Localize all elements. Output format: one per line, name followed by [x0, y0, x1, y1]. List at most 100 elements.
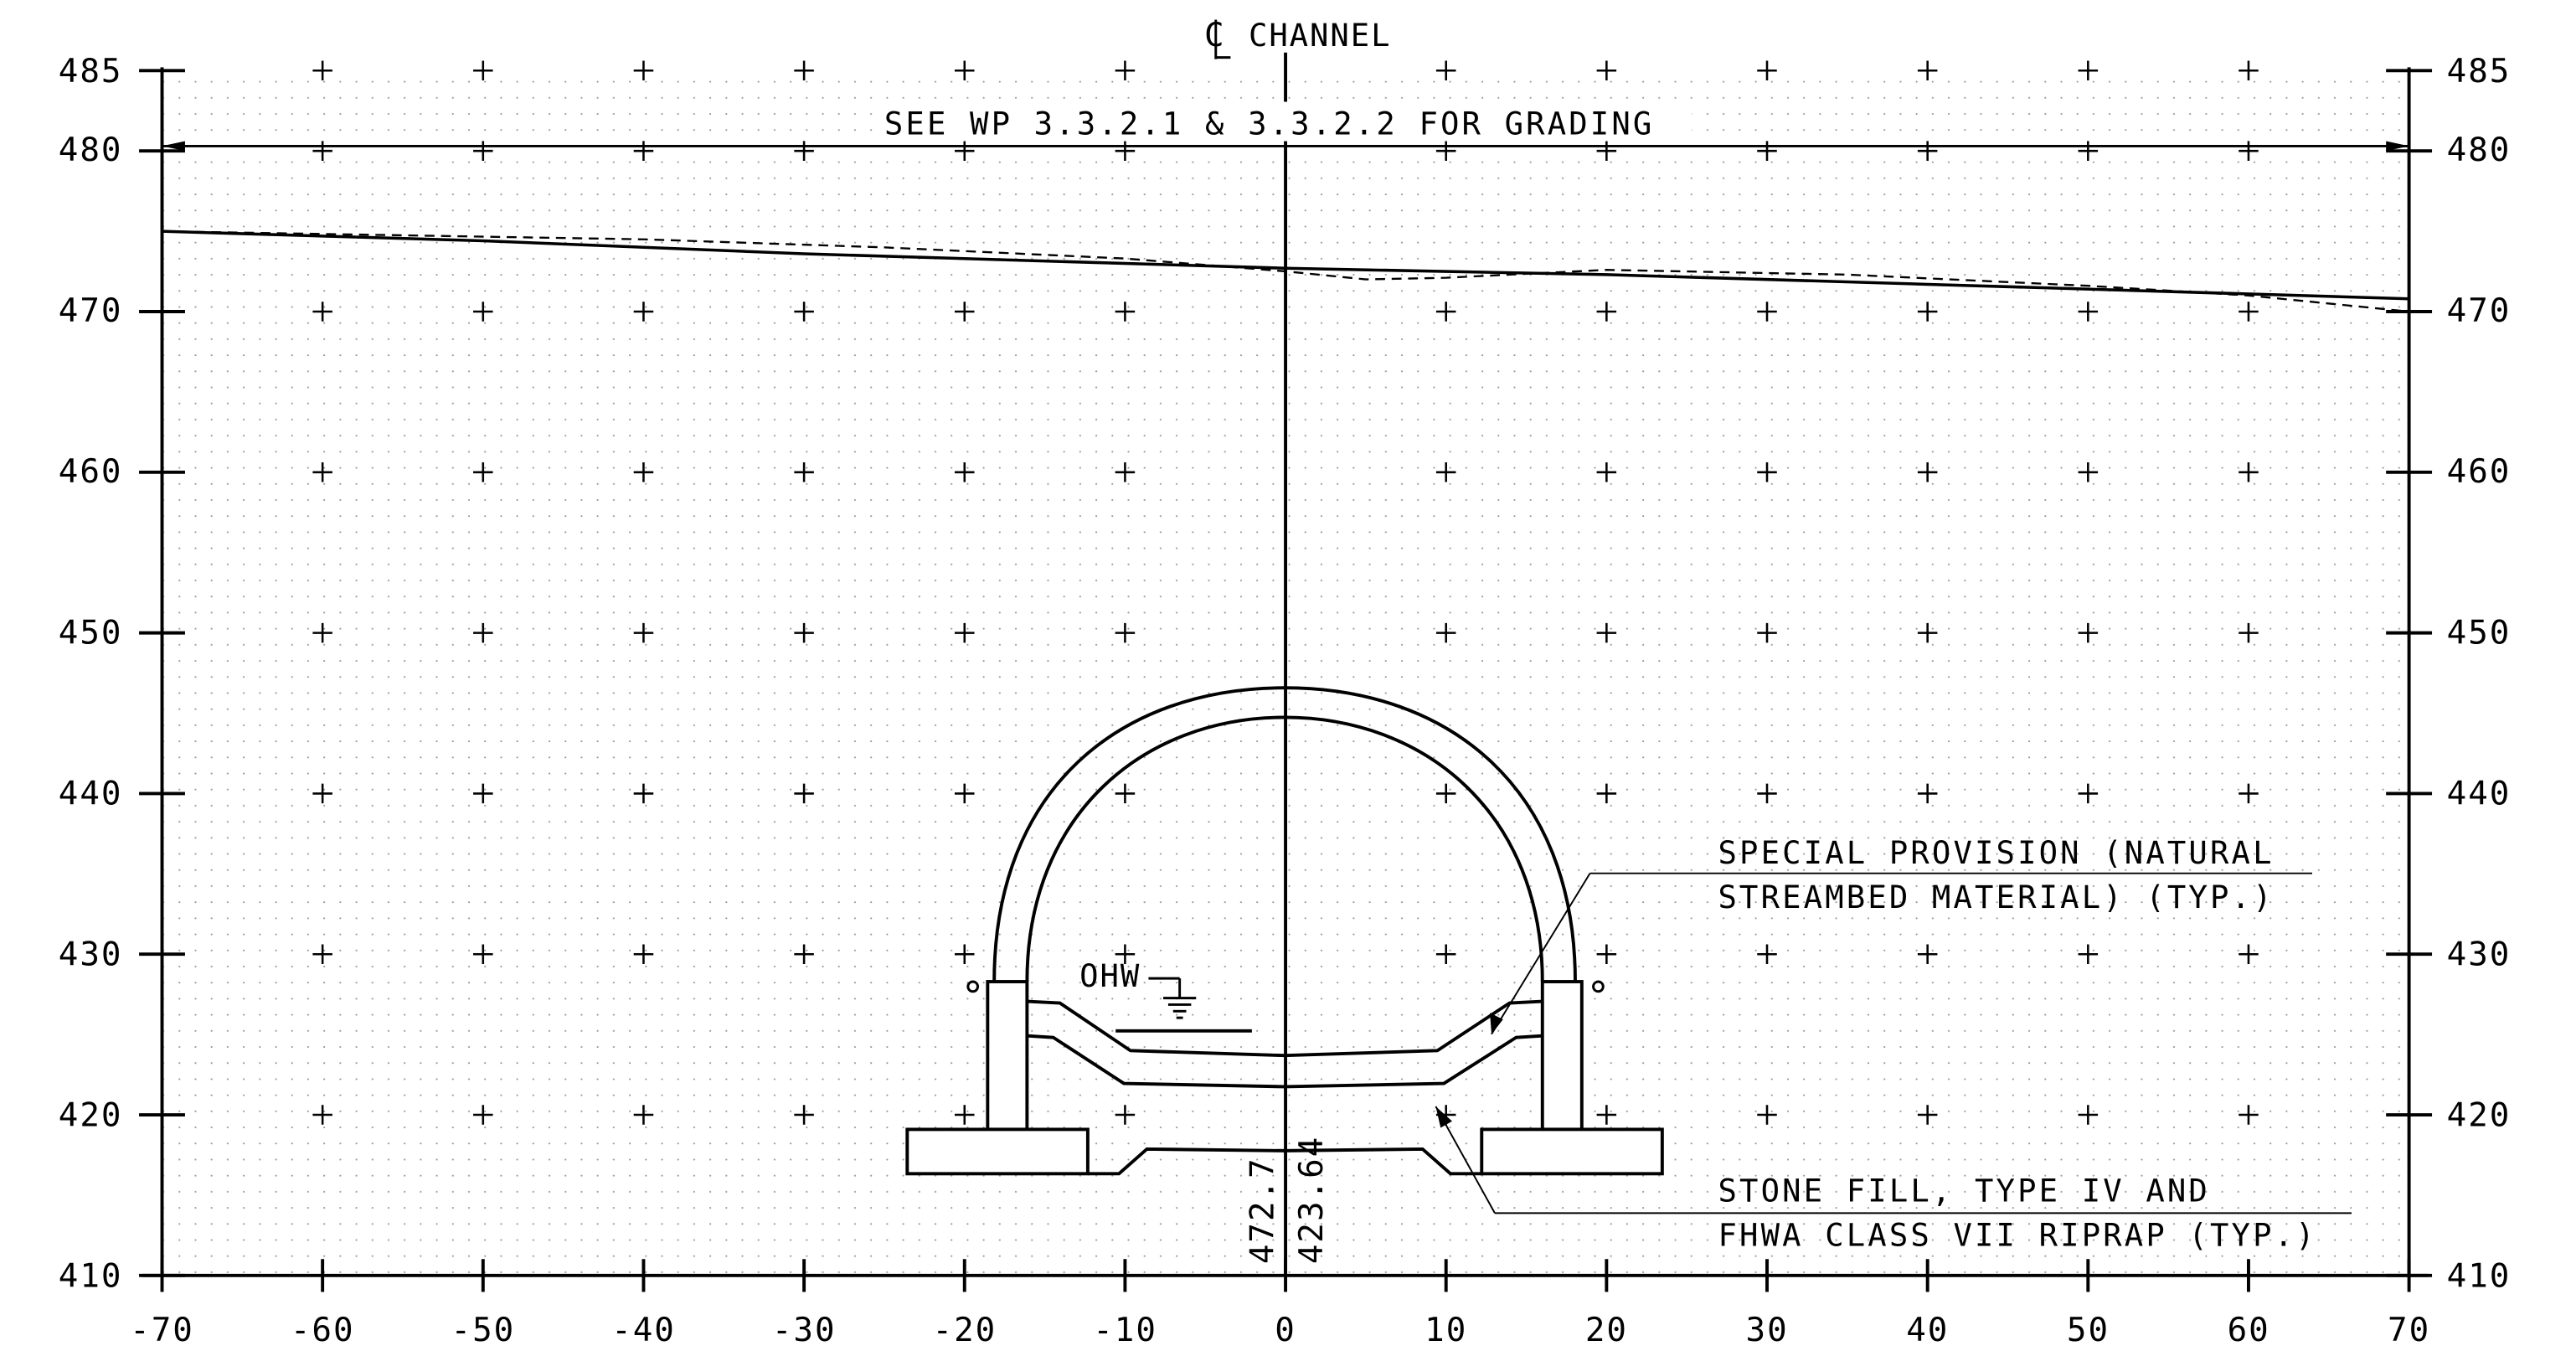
y-tick-label-right: 430	[2447, 936, 2512, 973]
grid-cross	[473, 783, 493, 804]
grid-cross	[1917, 462, 1938, 482]
grid-cross	[1435, 944, 1456, 964]
grid-cross	[955, 302, 975, 322]
grid-cross	[794, 1105, 814, 1125]
right-wall	[1540, 980, 1584, 1132]
grid-cross	[955, 1105, 975, 1125]
x-tick-label: -30	[772, 1312, 837, 1349]
y-tick-label-right: 485	[2447, 53, 2512, 90]
grading-limit-line	[162, 141, 2409, 152]
right-wall-marker-icon	[1592, 980, 1605, 993]
y-tick-label-left: 450	[59, 614, 123, 652]
streambed-surface	[1027, 999, 1543, 1058]
grid-cross	[473, 302, 493, 322]
grid-cross	[1757, 944, 1777, 964]
streambed-bottom	[1027, 1034, 1543, 1089]
top-note-mask	[880, 101, 1692, 142]
grid-cross	[1115, 141, 1136, 161]
grid-cross	[312, 60, 332, 81]
grid-cross	[1115, 783, 1136, 804]
grid-cross	[1596, 60, 1617, 81]
grid-cross	[473, 1105, 493, 1125]
y-tick-label-right: 410	[2447, 1258, 2512, 1296]
grid-cross	[1917, 944, 1938, 964]
y-tick-label-left: 480	[59, 131, 123, 169]
ohw-marker: OHW	[1079, 957, 1252, 1033]
callout-2-line-2: FHWA CLASS VII RIPRAP (TYP.)	[1718, 1217, 2316, 1254]
grid-cross	[955, 141, 975, 161]
x-tick-label: -20	[933, 1312, 997, 1349]
arch-culvert	[905, 686, 1664, 1176]
callout-special-provision: SPECIAL PROVISION (NATURAL STREAMBED MAT…	[1490, 834, 2312, 1035]
arch-inner	[1025, 715, 1544, 982]
grid-cross	[633, 60, 654, 81]
grid-cross	[1917, 783, 1938, 804]
grid-cross	[2239, 1105, 2259, 1125]
centerline-symbol-icon: C	[1204, 17, 1224, 54]
grid-cross	[633, 141, 654, 161]
grid-cross	[794, 462, 814, 482]
x-axis-tick-labels: -70 -60 -50 -40 -30 -20 -10 0 10 20 30 4…	[130, 1312, 2430, 1349]
grid-cross	[1596, 1105, 1617, 1125]
grid-cross	[1757, 141, 1777, 161]
proposed-grade-line	[162, 229, 2409, 301]
grid-cross	[2239, 462, 2259, 482]
grid-cross	[1435, 60, 1456, 81]
grid-cross	[1757, 462, 1777, 482]
grid-cross	[955, 622, 975, 643]
left-wall-marker-icon	[966, 980, 980, 993]
grid-cross	[2239, 622, 2259, 643]
x-tick-label: 30	[1746, 1312, 1789, 1349]
ohw-label: OHW	[1079, 957, 1141, 994]
grid-cross	[312, 622, 332, 643]
callout-1-line-2: STREAMBED MATERIAL) (TYP.)	[1718, 879, 2274, 915]
grid-cross	[955, 60, 975, 81]
callout-stone-fill: STONE FILL, TYPE IV AND FHWA CLASS VII R…	[1435, 1106, 2352, 1254]
grid-cross	[794, 141, 814, 161]
x-tick-label: -40	[611, 1312, 676, 1349]
grid-cross	[794, 60, 814, 81]
x-tick-label: 60	[2228, 1312, 2270, 1349]
y-axis-tick-labels-right: 410 420 430 440 450 460 470 480 485	[2447, 53, 2512, 1296]
x-tick-label: 0	[1275, 1312, 1296, 1349]
y-tick-label-left: 485	[59, 53, 123, 90]
grid-cross	[1757, 783, 1777, 804]
grid-cross	[794, 944, 814, 964]
y-tick-label-left: 440	[59, 775, 123, 812]
grid-cross	[1757, 1105, 1777, 1125]
grid-cross	[1917, 1105, 1938, 1125]
grid-cross	[955, 783, 975, 804]
grid-cross	[2078, 783, 2099, 804]
right-footing	[1480, 1127, 1664, 1176]
grid-cross	[312, 141, 332, 161]
y-axis-tick-labels-left: 410 420 430 440 450 460 470 480 485	[59, 53, 123, 1296]
x-tick-label: -70	[130, 1312, 194, 1349]
grid-cross	[312, 944, 332, 964]
grid-crosses	[312, 60, 2259, 1125]
grid-cross	[2078, 141, 2099, 161]
grid-cross	[2078, 302, 2099, 322]
y-tick-label-right: 440	[2447, 775, 2512, 812]
grid-cross	[1435, 302, 1456, 322]
x-tick-label: 40	[1906, 1312, 1949, 1349]
x-tick-label: 50	[2067, 1312, 2110, 1349]
grid-cross	[633, 462, 654, 482]
grid-cross	[473, 60, 493, 81]
grid-cross	[1115, 944, 1136, 964]
grid-cross	[633, 783, 654, 804]
grid-cross	[1757, 622, 1777, 643]
grid-cross	[1115, 1105, 1136, 1125]
grid-cross	[2239, 783, 2259, 804]
x-tick-label: 70	[2388, 1312, 2430, 1349]
streambed-layers	[1027, 999, 1543, 1176]
grid-cross	[2239, 944, 2259, 964]
y-tick-label-right: 480	[2447, 131, 2512, 169]
grid-cross	[1596, 462, 1617, 482]
y-tick-label-left: 430	[59, 936, 123, 973]
grid-cross	[1917, 622, 1938, 643]
y-tick-label-right: 450	[2447, 614, 2512, 652]
grid-cross	[1917, 60, 1938, 81]
y-tick-label-right: 470	[2447, 292, 2512, 330]
grid-cross	[794, 622, 814, 643]
grid-cross	[633, 1105, 654, 1125]
